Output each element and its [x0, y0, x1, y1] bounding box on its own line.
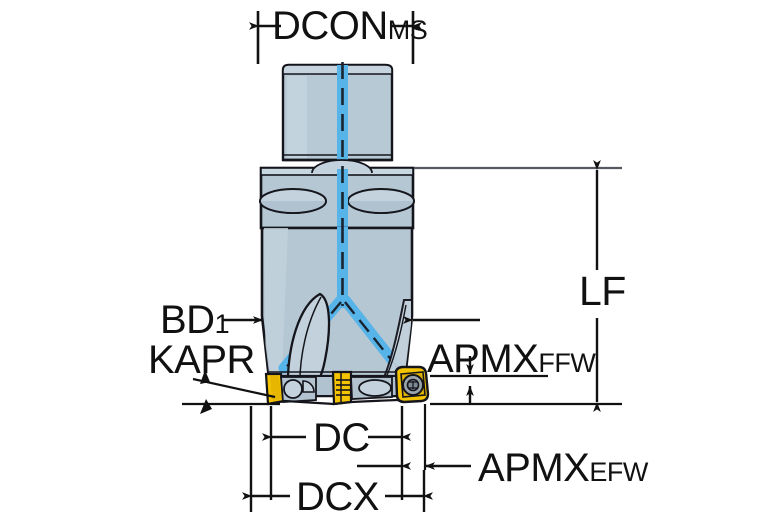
label-apmx-ffw-sub: FFW [538, 348, 596, 378]
label-dcx: DCX [296, 477, 379, 517]
label-dc: DC [313, 418, 370, 458]
label-apmx-ffw-main: APMX [427, 337, 539, 381]
dim-dcx [242, 406, 433, 512]
label-dcon-ms-sub: MS [387, 15, 428, 45]
label-apmx-efw-sub: EFW [589, 457, 648, 487]
dim-kapr [182, 370, 280, 414]
tool-shank [281, 62, 394, 163]
tool-cutter-body [260, 226, 414, 398]
dim-dc [262, 406, 411, 500]
label-apmx-ffw: APMXFFW [427, 337, 596, 381]
label-lf-main: LF [579, 268, 626, 314]
label-apmx-efw-main: APMX [478, 446, 590, 490]
dim-lf [414, 160, 622, 412]
label-kapr-main: KAPR [148, 338, 255, 382]
label-kapr: KAPR [148, 340, 255, 380]
label-apmx-efw: APMXEFW [478, 448, 648, 488]
label-bd1-sub: 1 [214, 309, 230, 339]
dim-apmx-efw [423, 404, 471, 470]
label-dcon-ms-main: DCON [272, 4, 388, 48]
tool-flange [259, 159, 415, 230]
label-dc-main: DC [313, 416, 370, 460]
label-bd1-main: BD [160, 298, 215, 342]
dim-dcon-ms [249, 11, 422, 64]
label-bd1: BD1 [160, 298, 230, 342]
label-dcx-main: DCX [296, 475, 379, 519]
dim-apmx-ffw [403, 316, 548, 404]
cutting-inserts [264, 365, 430, 406]
label-lf: LF [579, 271, 626, 312]
label-dcon-ms: DCONMS [272, 4, 428, 48]
insert-center [331, 370, 353, 406]
